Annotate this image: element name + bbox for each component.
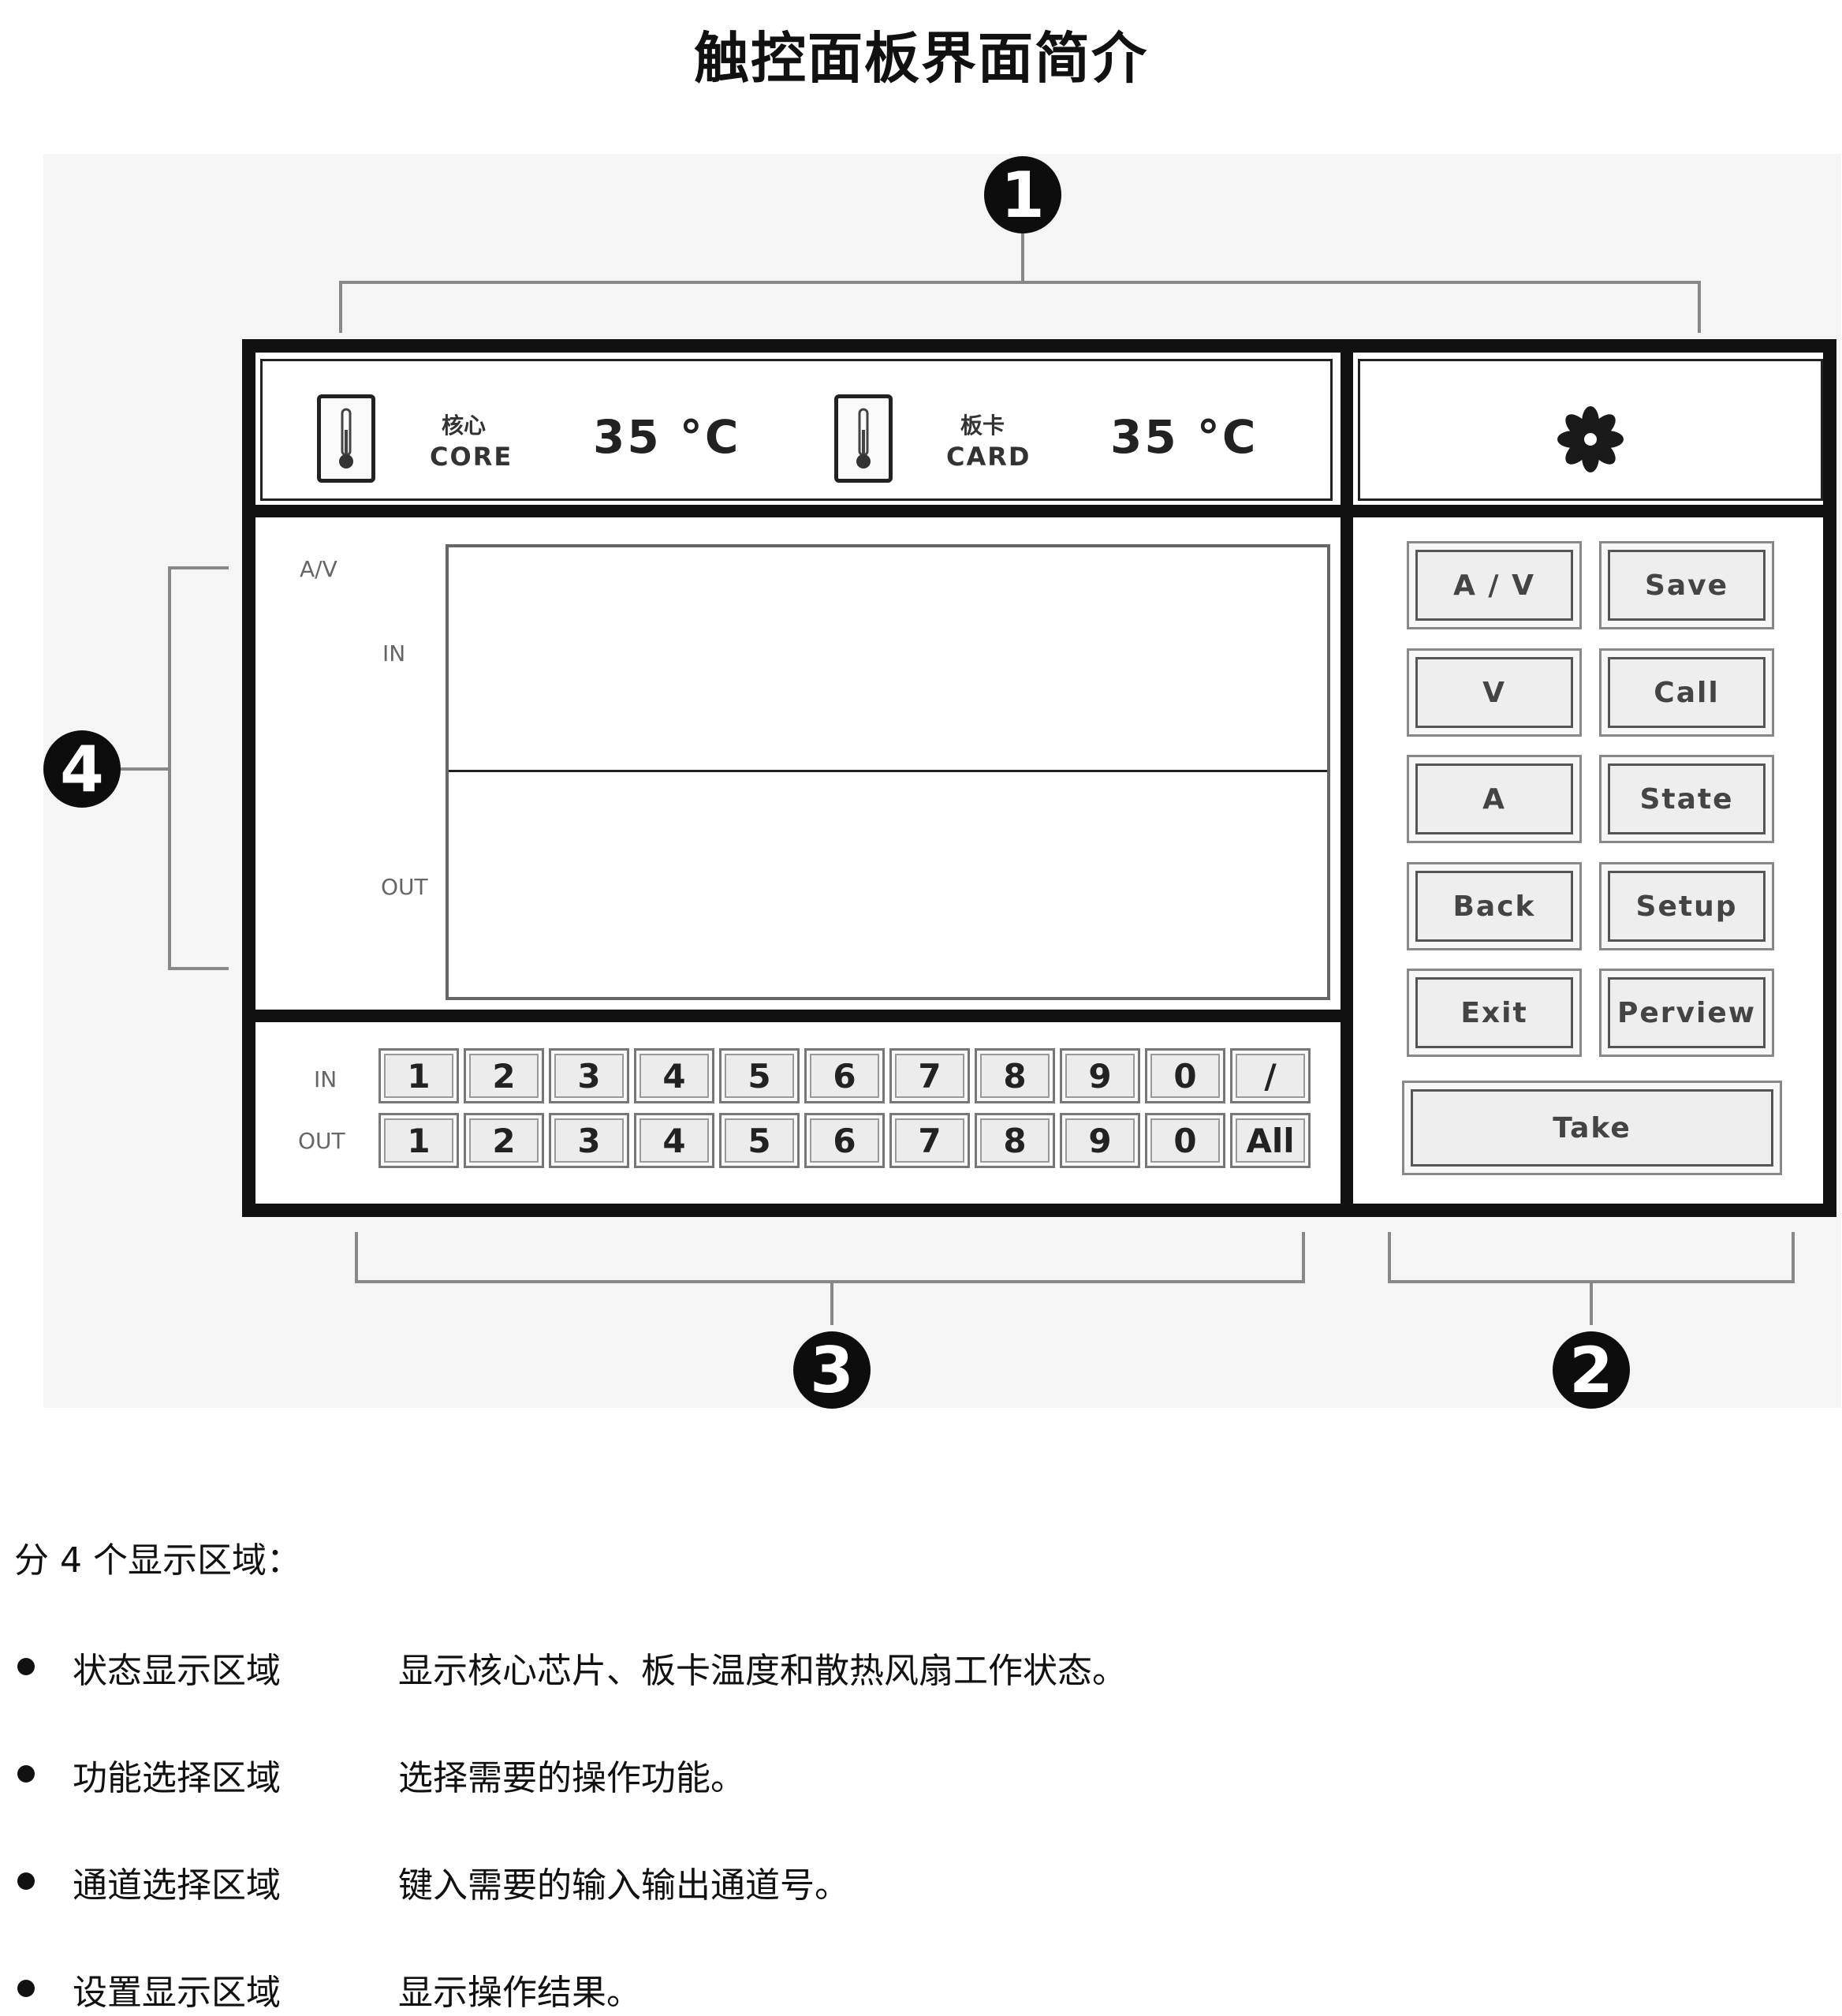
- a-v-button[interactable]: A / V: [1407, 541, 1582, 629]
- area-list-item: 状态显示区域 显示核心芯片、板卡温度和散热风扇工作状态。: [0, 1642, 1842, 1691]
- core-label-cn: 核心: [442, 413, 487, 439]
- channel-out-key[interactable]: 8: [975, 1113, 1055, 1168]
- card-thermometer-icon: [834, 394, 893, 483]
- channel-in-key[interactable]: 9: [1060, 1048, 1140, 1103]
- area-name: 状态显示区域: [73, 1651, 281, 1691]
- exit-button[interactable]: Exit: [1407, 969, 1582, 1057]
- channel-in-key[interactable]: 1: [378, 1048, 459, 1103]
- back-button[interactable]: Back: [1407, 862, 1582, 950]
- bullet-icon: [17, 1872, 35, 1890]
- channel-in-key[interactable]: 0: [1145, 1048, 1225, 1103]
- channel-out-key[interactable]: All: [1230, 1113, 1311, 1168]
- state-button[interactable]: State: [1599, 755, 1774, 843]
- area-description: 显示核心芯片、板卡温度和散热风扇工作状态。: [398, 1651, 1127, 1691]
- channel-out-key[interactable]: 2: [464, 1113, 544, 1168]
- panel-divider-vertical: [1340, 347, 1353, 1208]
- channel-out-key[interactable]: 3: [549, 1113, 629, 1168]
- core-label-en: CORE: [430, 442, 513, 472]
- channel-out-key[interactable]: 4: [634, 1113, 714, 1168]
- channel-in-label: IN: [314, 1066, 337, 1092]
- card-label-cn: 板卡: [960, 413, 1005, 439]
- core-temperature: 35 °C: [593, 410, 741, 464]
- core-thermometer-icon: [317, 394, 375, 483]
- setup-button[interactable]: Setup: [1599, 862, 1774, 950]
- intro-text: 分 4 个显示区域：: [14, 1540, 301, 1581]
- area-list-item: 设置显示区域 显示操作结果。: [0, 1964, 1842, 2013]
- channel-out-key[interactable]: 0: [1145, 1113, 1225, 1168]
- channel-out-label: OUT: [298, 1128, 345, 1154]
- bullet-icon: [17, 1658, 35, 1675]
- display-in-label: IN: [382, 640, 406, 666]
- a-button[interactable]: A: [1407, 755, 1582, 843]
- callout-badge-4: 4: [43, 730, 121, 808]
- channel-out-key[interactable]: 1: [378, 1113, 459, 1168]
- channel-out-key[interactable]: 6: [804, 1113, 885, 1168]
- save-button[interactable]: Save: [1599, 541, 1774, 629]
- take-button[interactable]: Take: [1402, 1081, 1782, 1175]
- display-out-label: OUT: [381, 874, 428, 900]
- card-temperature: 35 °C: [1110, 410, 1258, 464]
- channel-in-key[interactable]: 3: [549, 1048, 629, 1103]
- panel-inner-frame-right: [1358, 359, 1823, 501]
- channel-in-key[interactable]: /: [1230, 1048, 1311, 1103]
- callout-badge-3: 3: [793, 1331, 871, 1409]
- panel-inner-frame-left: [260, 359, 1333, 501]
- channel-in-key[interactable]: 7: [889, 1048, 970, 1103]
- channel-in-key[interactable]: 8: [975, 1048, 1055, 1103]
- channel-out-key[interactable]: 7: [889, 1113, 970, 1168]
- area-description: 键入需要的输入输出通道号。: [398, 1865, 849, 1906]
- area-name: 功能选择区域: [73, 1758, 281, 1798]
- fan-icon: [1557, 406, 1624, 472]
- perview-button[interactable]: Perview: [1599, 969, 1774, 1057]
- channel-out-key[interactable]: 9: [1060, 1113, 1140, 1168]
- channel-in-key[interactable]: 4: [634, 1048, 714, 1103]
- area-description: 选择需要的操作功能。: [398, 1758, 745, 1798]
- channel-in-key[interactable]: 6: [804, 1048, 885, 1103]
- result-display-divider: [449, 770, 1327, 772]
- channel-in-key[interactable]: 2: [464, 1048, 544, 1103]
- callout-badge-2: 2: [1553, 1331, 1630, 1409]
- callout-badge-1: 1: [984, 156, 1061, 233]
- result-display: [446, 544, 1330, 1000]
- channel-in-key[interactable]: 5: [719, 1048, 800, 1103]
- area-name: 通道选择区域: [73, 1865, 281, 1906]
- area-list-item: 通道选择区域 键入需要的输入输出通道号。: [0, 1857, 1842, 1906]
- area-name: 设置显示区域: [73, 1973, 281, 2013]
- area-list-item: 功能选择区域 选择需要的操作功能。: [0, 1749, 1842, 1798]
- document-title: 触控面板界面简介: [694, 26, 1148, 91]
- panel-divider-channels: [252, 1010, 1348, 1022]
- card-label-en: CARD: [946, 442, 1031, 472]
- panel-divider-status: [252, 505, 1829, 517]
- call-button[interactable]: Call: [1599, 648, 1774, 737]
- v-button[interactable]: V: [1407, 648, 1582, 737]
- bullet-icon: [17, 1980, 35, 1997]
- bullet-icon: [17, 1765, 35, 1783]
- callout-brackets: [118, 233, 1795, 1325]
- channel-out-key[interactable]: 5: [719, 1113, 800, 1168]
- display-mode-label: A/V: [300, 556, 337, 582]
- area-description: 显示操作结果。: [398, 1973, 641, 2013]
